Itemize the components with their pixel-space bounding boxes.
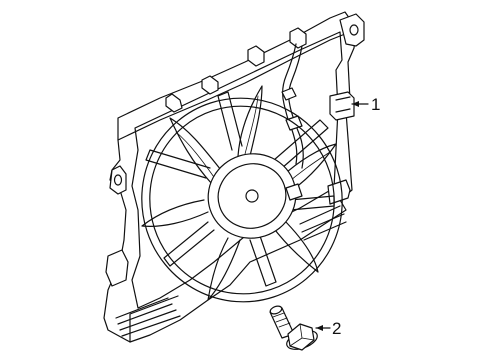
- callout-1: 1: [351, 95, 380, 114]
- bolt-head-edge: [289, 323, 315, 347]
- motor-connector: [285, 183, 303, 201]
- callout-2-number: 2: [332, 319, 341, 338]
- motor-housing: [207, 153, 297, 239]
- mount-hole-top-right: [349, 24, 359, 36]
- mount-ear-left: [109, 165, 127, 195]
- right-louvers: [299, 205, 347, 241]
- bolt[interactable]: [269, 305, 320, 353]
- lower-louvers: [115, 295, 181, 343]
- fan-ring-inner: [149, 105, 335, 295]
- wire-harness: [282, 43, 298, 165]
- bolt-threads: [272, 312, 291, 328]
- wire-clip-1: [281, 87, 297, 101]
- top-tab-4: [289, 27, 307, 49]
- motor-face: [217, 163, 287, 229]
- left-bracket: [105, 249, 129, 287]
- connector-block: [329, 91, 355, 121]
- shroud-struts: [145, 91, 335, 287]
- callout-2: 2: [315, 319, 341, 338]
- top-tab-1: [165, 93, 183, 113]
- top-tab-3: [247, 45, 265, 67]
- shroud-inner-frame: [131, 31, 343, 309]
- bolt-tip: [269, 305, 283, 315]
- callout-1-number: 1: [371, 95, 380, 114]
- connector-detail: [335, 96, 351, 113]
- bolt-head: [287, 323, 315, 351]
- motor-center: [245, 189, 259, 203]
- wire-harness-outer: [288, 45, 304, 169]
- fan-ring-outer: [141, 97, 343, 303]
- fan-blades: [141, 85, 337, 301]
- fan-shroud-assembly[interactable]: [103, 11, 369, 343]
- shroud-top-edge: [117, 33, 346, 141]
- top-tab-2: [201, 75, 219, 95]
- callout-2-arrowhead: [316, 325, 323, 331]
- mount-ear-top-right: [339, 13, 365, 47]
- callout-1-arrowhead: [352, 101, 359, 107]
- mount-hole-left: [113, 174, 123, 186]
